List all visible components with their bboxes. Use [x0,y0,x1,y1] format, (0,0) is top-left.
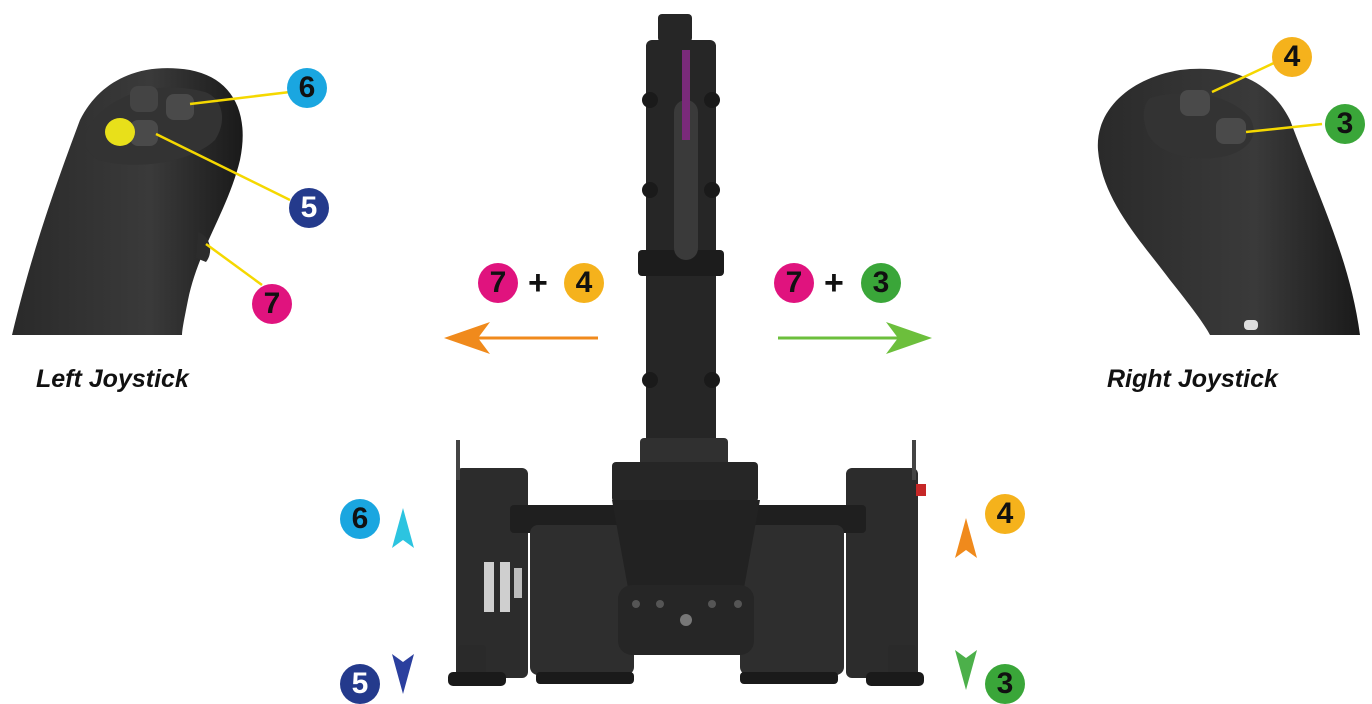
badge-left-5: 5 [289,188,329,228]
badge-bottom-right-4: 4 [985,494,1025,534]
leader-line-5 [155,132,291,202]
plus-left: + [528,264,548,302]
badge-right-4: 4 [1272,37,1312,77]
slew-left-arrow [444,322,598,354]
left-outrigger-arrow [392,508,414,694]
badge-combo-right-7: 7 [774,263,814,303]
leader-lines [155,60,1323,287]
plus-right: + [824,264,844,302]
left-button-6 [166,94,194,120]
badge-bottom-left-5: 5 [340,664,380,704]
right-button-4 [1180,90,1210,116]
badge-combo-right-3: 3 [861,263,901,303]
leader-line-4 [1211,60,1277,94]
badge-bottom-right-3: 3 [985,664,1025,704]
slew-right-arrow [778,322,932,354]
left-joystick-image [12,68,243,335]
left-button-yellow [105,118,135,146]
badge-bottom-left-6: 6 [340,499,380,539]
badge-right-3: 3 [1325,104,1365,144]
badge-combo-left-4: 4 [564,263,604,303]
right-outrigger-arrow [955,518,977,690]
badge-combo-left-7: 7 [478,263,518,303]
left-joystick-caption: Left Joystick [36,365,189,393]
badge-left-7: 7 [252,284,292,324]
leader-line-6 [189,90,291,106]
badge-left-6: 6 [287,68,327,108]
left-button-5 [130,120,158,146]
right-button-3 [1216,118,1246,144]
left-button-top-gray [130,86,158,112]
leader-line-7 [205,242,263,287]
right-joystick-caption: Right Joystick [1107,365,1278,393]
leader-line-3 [1245,122,1323,134]
excavator-machine-image [448,14,926,686]
right-joystick-image [1097,68,1360,335]
